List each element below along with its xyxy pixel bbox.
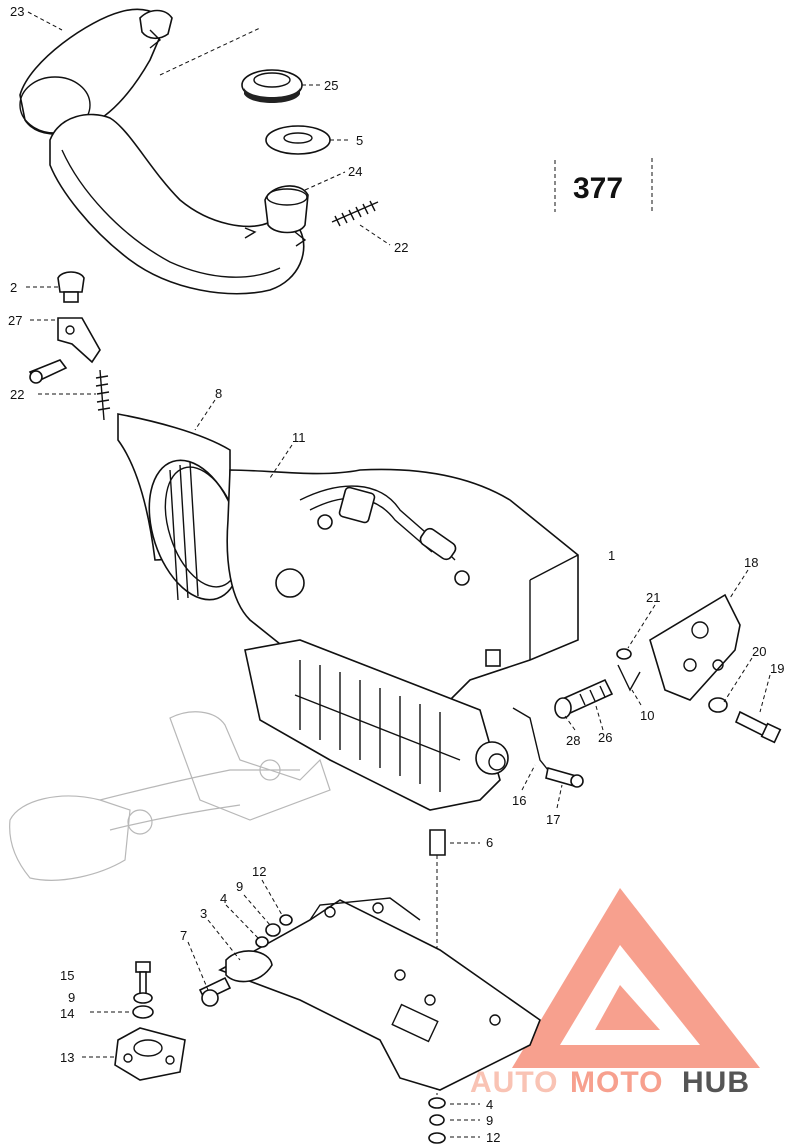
leader-lines bbox=[26, 11, 771, 1138]
engine-block-part bbox=[117, 413, 579, 811]
ghost-manifold bbox=[9, 711, 331, 881]
callout-6: 6 bbox=[486, 835, 493, 850]
callout-12-top: 12 bbox=[252, 864, 266, 879]
callout-3: 3 bbox=[200, 906, 207, 921]
callout-23: 23 bbox=[10, 4, 24, 19]
callout-16: 16 bbox=[512, 793, 526, 808]
washer-part bbox=[265, 125, 331, 155]
callout-1: 1 bbox=[608, 548, 615, 563]
callout-21: 21 bbox=[646, 590, 660, 605]
logo-text-auto: AUTO bbox=[470, 1066, 558, 1099]
callout-22-left: 22 bbox=[10, 387, 24, 402]
clip-part-16 bbox=[512, 707, 549, 771]
washer-part-20 bbox=[708, 697, 728, 713]
grommet-part bbox=[241, 69, 303, 103]
spring-part-left bbox=[95, 369, 111, 421]
callout-2: 2 bbox=[10, 280, 17, 295]
callout-9-top: 9 bbox=[236, 879, 243, 894]
callout-19: 19 bbox=[770, 661, 784, 676]
callout-13: 13 bbox=[60, 1050, 74, 1065]
model-number: 377 bbox=[573, 172, 623, 205]
callout-4-top: 4 bbox=[220, 891, 227, 906]
mount-hardware-bottom bbox=[428, 1097, 446, 1144]
engine-mount-part-13 bbox=[114, 1027, 186, 1081]
callout-20: 20 bbox=[752, 644, 766, 659]
callout-12-bottom: 12 bbox=[486, 1130, 500, 1145]
engine-base-plate-part bbox=[218, 897, 541, 1091]
callout-22-top: 22 bbox=[394, 240, 408, 255]
logo-triangle-core bbox=[595, 985, 660, 1030]
callout-10: 10 bbox=[640, 708, 654, 723]
callout-7: 7 bbox=[180, 928, 187, 943]
washer-part-14 bbox=[132, 1005, 154, 1019]
bolt-part-19 bbox=[734, 710, 782, 744]
exhaust-pipe-part bbox=[49, 113, 307, 295]
callout-4-bottom: 4 bbox=[486, 1097, 493, 1112]
model-number-box: 377 bbox=[554, 158, 653, 212]
callout-18: 18 bbox=[744, 555, 758, 570]
mounting-plate-part bbox=[649, 593, 741, 701]
cap-part bbox=[57, 271, 85, 303]
callout-25: 25 bbox=[324, 78, 338, 93]
stud-part-7 bbox=[198, 976, 232, 1007]
spring-part-top bbox=[331, 200, 379, 227]
logo-text-moto: MOTO bbox=[570, 1066, 663, 1099]
callout-24: 24 bbox=[348, 164, 362, 179]
callout-15: 15 bbox=[60, 968, 74, 983]
callout-14: 14 bbox=[60, 1006, 74, 1021]
callout-labels: 23 25 5 24 22 2 27 22 8 11 1 18 21 20 19… bbox=[8, 4, 784, 1145]
callout-28: 28 bbox=[566, 733, 580, 748]
rubber-mount-part bbox=[429, 829, 446, 856]
washer-part-21 bbox=[616, 648, 632, 660]
sleeve-part bbox=[264, 185, 309, 234]
callout-8: 8 bbox=[215, 386, 222, 401]
nut-part-10 bbox=[617, 664, 641, 692]
stud-part bbox=[554, 678, 614, 719]
logo-text-hub: HUB bbox=[682, 1066, 750, 1099]
logo-triangle-inner bbox=[560, 945, 700, 1045]
callout-27: 27 bbox=[8, 313, 22, 328]
callout-11: 11 bbox=[292, 430, 306, 445]
callout-26: 26 bbox=[598, 730, 612, 745]
callout-9-left: 9 bbox=[68, 990, 75, 1005]
bracket-part bbox=[28, 317, 101, 384]
washer-part-9b bbox=[133, 992, 153, 1004]
callout-9-bottom: 9 bbox=[486, 1113, 493, 1128]
bolt-part-15 bbox=[135, 961, 151, 995]
automotohub-logo: AUTO MOTO HUB bbox=[470, 888, 760, 1099]
callout-17: 17 bbox=[546, 812, 560, 827]
callout-5: 5 bbox=[356, 133, 363, 148]
mount-hardware-top bbox=[255, 914, 293, 948]
bolt-part-17 bbox=[545, 766, 584, 788]
